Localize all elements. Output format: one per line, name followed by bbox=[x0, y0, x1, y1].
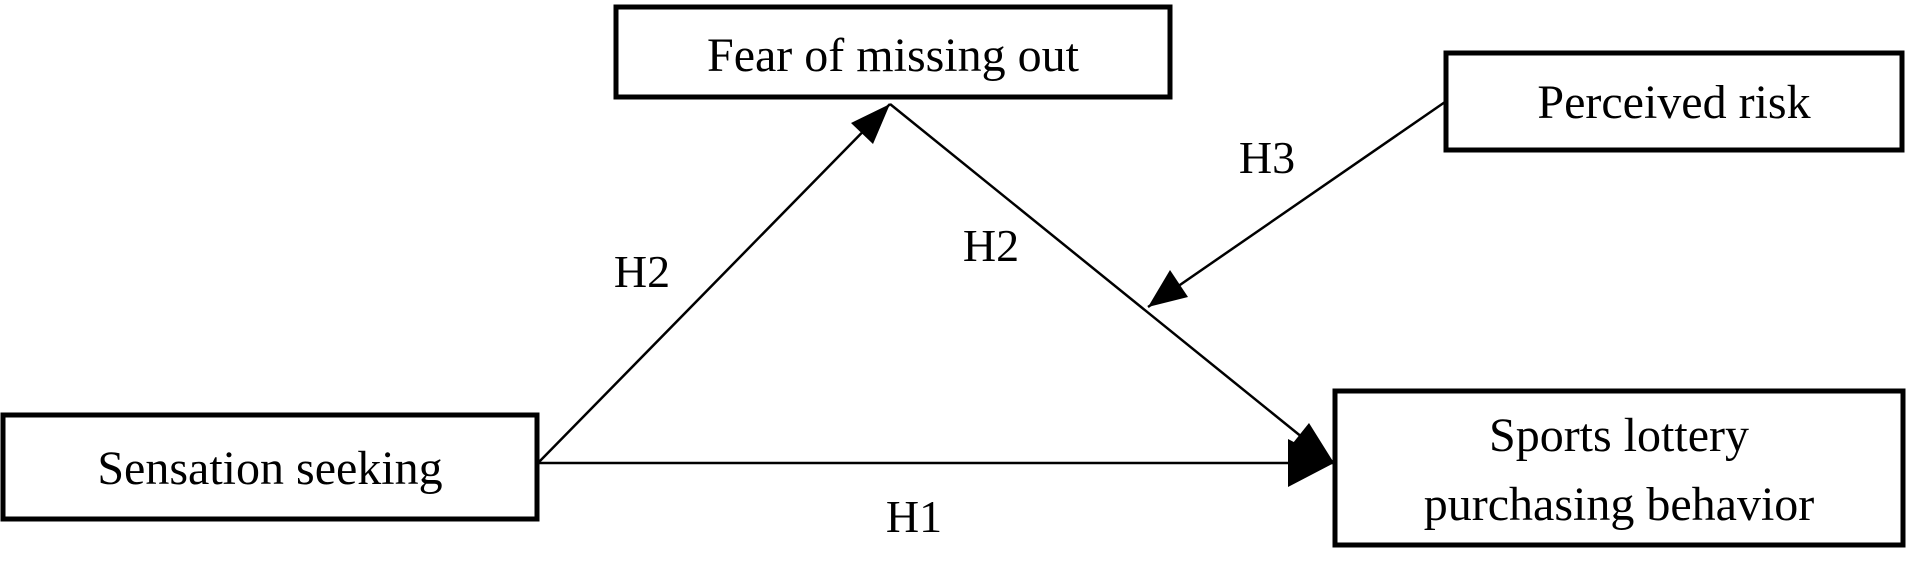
node-sensation-seeking-label: Sensation seeking bbox=[97, 442, 442, 495]
edge-h2-right-arrow bbox=[889, 103, 1335, 464]
edges bbox=[537, 100, 1446, 487]
edge-h2-right-arrowhead bbox=[1289, 423, 1334, 463]
node-sports-lottery-box bbox=[1332, 388, 1906, 548]
edge-label-h2-right: H2 bbox=[963, 220, 1019, 271]
edge-h3-arrow bbox=[1147, 100, 1446, 309]
edge-h2-left-arrowhead bbox=[851, 104, 890, 144]
edge-label-h2-left: H2 bbox=[614, 246, 670, 297]
node-fomo-box bbox=[613, 4, 1173, 100]
node-sensation-seeking-box bbox=[0, 412, 540, 522]
edge-label-h3: H3 bbox=[1239, 132, 1295, 183]
edge-h3-arrowhead bbox=[1148, 270, 1188, 307]
node-sensation-seeking: Sensation seeking bbox=[0, 412, 540, 522]
edge-label-h1: H1 bbox=[886, 491, 942, 542]
node-sports-lottery-label-line1: Sports lottery bbox=[1489, 409, 1749, 462]
node-fomo-label: Fear of missing out bbox=[707, 29, 1080, 82]
node-perceived-risk: Perceived risk bbox=[1443, 50, 1905, 153]
node-sports-lottery: Sports lottery purchasing behavior bbox=[1332, 388, 1906, 548]
node-perceived-risk-box bbox=[1443, 50, 1905, 153]
node-fomo: Fear of missing out bbox=[613, 4, 1173, 100]
node-sports-lottery-label-line2: purchasing behavior bbox=[1424, 478, 1815, 531]
edge-h2-left-arrow bbox=[537, 103, 891, 464]
node-perceived-risk-label: Perceived risk bbox=[1537, 76, 1810, 129]
